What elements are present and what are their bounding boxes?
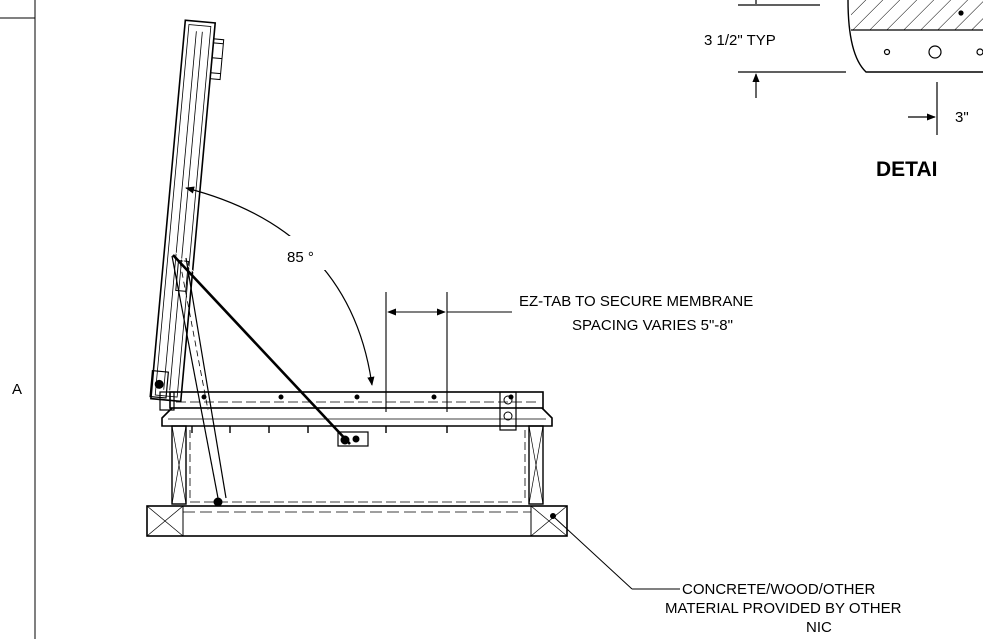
material-line1: CONCRETE/WOOD/OTHER [682,581,875,598]
angle-dimension [185,186,375,386]
ez-tab-dimension [385,292,512,412]
sheet-border [0,0,36,639]
material-line2: MATERIAL PROVIDED BY OTHER [665,600,902,617]
gas-spring [171,251,353,507]
dimension-typ: 3 1/2" TYP [704,32,776,49]
ez-tab-line2: SPACING VARIES 5"-8" [572,317,733,334]
ez-tab-line1: EZ-TAB TO SECURE MEMBRANE [519,293,753,310]
hatch-lid [149,19,225,403]
zone-label: A [12,381,22,398]
curb-assembly [146,391,568,537]
detail-fragment [738,0,983,135]
material-line3: NIC [806,619,832,636]
material-leader [554,517,680,590]
dimension-3in: 3" [955,109,969,126]
detail-title: DETAI [876,158,937,181]
angle-label: 85 ° [287,249,314,266]
